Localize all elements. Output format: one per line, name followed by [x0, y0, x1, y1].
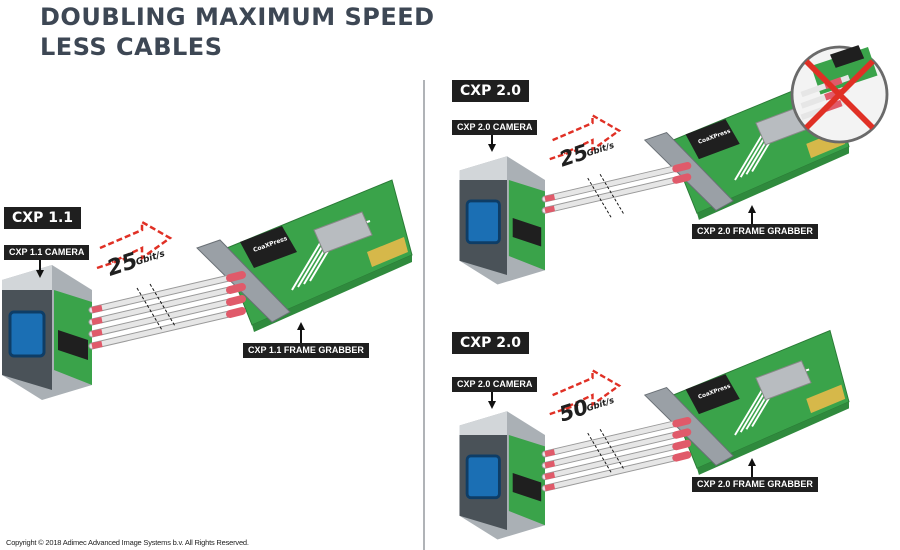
cxp11-grabber-label: CXP 1.1 FRAME GRABBER	[243, 343, 369, 358]
cable-connector	[544, 460, 556, 469]
cable	[542, 174, 690, 213]
speed-arrow	[549, 113, 622, 161]
board-edge	[697, 401, 849, 475]
board-component	[313, 211, 373, 254]
speed-arrow-line	[96, 256, 128, 270]
speed-arrow	[96, 219, 173, 270]
camera-lens	[465, 199, 501, 245]
speed-arrow	[549, 368, 622, 416]
page-title: DOUBLING MAXIMUM SPEED LESS CABLES	[40, 2, 435, 62]
speed-value: 25	[104, 248, 141, 281]
cable	[89, 296, 245, 337]
cxp11-camera-label: CXP 1.1 CAMERA	[4, 245, 90, 260]
title-line-2: LESS CABLES	[40, 33, 223, 61]
gold-fingers	[806, 384, 846, 414]
cable	[89, 308, 245, 349]
cable-connector	[544, 449, 556, 457]
camera-chip	[58, 330, 88, 360]
cxp20-bottom-grabber-label: CXP 2.0 FRAME GRABBER	[692, 477, 818, 492]
cable-connector	[672, 161, 692, 173]
cable-connector	[91, 341, 103, 349]
cable-connector	[91, 305, 103, 313]
break-mark	[599, 429, 625, 470]
copyright-notice: Copyright © 2018 Adimec Advanced Image S…	[6, 538, 249, 547]
camera-chip	[512, 473, 542, 502]
cxp20-bottom-badge: CXP 2.0	[452, 332, 530, 354]
pci-bracket	[196, 239, 291, 323]
board-component	[755, 360, 812, 401]
speed-arrow-outline	[99, 219, 173, 264]
speed-arrow-outline	[552, 113, 622, 155]
cable-connector	[672, 428, 692, 439]
cxp11-grabber-arrow	[297, 322, 305, 330]
cxp11-camera-arrow	[36, 270, 44, 278]
cable-connector	[544, 483, 556, 491]
camera-lens	[8, 310, 46, 358]
board-edge	[697, 146, 849, 220]
cxp20-top-badge: CXP 2.0	[452, 80, 530, 102]
cxp20-bottom-camera-arrow	[488, 401, 496, 409]
crossed-zoom	[790, 45, 889, 144]
break-mark	[599, 174, 625, 215]
speed-arrow-line	[549, 148, 579, 161]
speed-arrow-outline	[552, 368, 622, 410]
panel-divider	[423, 80, 425, 550]
cable-connector	[91, 317, 103, 325]
cable-connector	[544, 194, 556, 202]
cxp20-bottom-grabber-arrow	[748, 458, 756, 466]
cable-connector	[226, 283, 246, 294]
cable	[542, 429, 690, 468]
cable	[542, 441, 690, 480]
pci-bracket	[643, 131, 734, 211]
cxp20-top-camera-arrow	[488, 144, 496, 152]
gold-fingers	[367, 237, 408, 267]
cable-connector	[226, 295, 246, 306]
break-mark	[149, 283, 176, 327]
cable-connector	[226, 307, 246, 318]
cable-connector	[226, 271, 246, 282]
pci-bracket	[643, 386, 734, 466]
cable-connector	[544, 205, 556, 214]
cxp11-badge: CXP 1.1	[4, 207, 82, 229]
transceiver-chip	[685, 374, 740, 415]
cxp20-top-grabber-label: CXP 2.0 FRAME GRABBER	[692, 224, 818, 239]
break-mark	[136, 287, 163, 331]
cable-connector	[672, 451, 692, 462]
cable-connector	[91, 329, 103, 337]
title-line-1: DOUBLING MAXIMUM SPEED	[40, 3, 435, 31]
transceiver-chip	[685, 119, 740, 160]
camera-lens	[465, 454, 501, 500]
cable	[542, 418, 690, 457]
cable-connector	[672, 416, 692, 428]
cxp20-top-grabber-arrow	[748, 205, 756, 213]
cable-connector	[544, 472, 556, 480]
break-mark	[587, 432, 612, 474]
zoom-chip	[830, 45, 865, 68]
camera-chip	[512, 218, 542, 247]
cable	[542, 163, 690, 202]
cxp20-top-camera-label: CXP 2.0 CAMERA	[452, 120, 538, 135]
cable	[89, 284, 245, 325]
cable	[542, 452, 690, 491]
board-edge	[252, 255, 412, 332]
speed-arrow-line	[549, 403, 579, 416]
cross-line	[804, 59, 875, 130]
cxp20-bottom-camera-label: CXP 2.0 CAMERA	[452, 377, 538, 392]
cable-connector	[672, 439, 692, 451]
transceiver-chip	[240, 226, 297, 268]
cable	[89, 272, 245, 313]
break-mark	[587, 177, 612, 219]
cable-connector	[672, 173, 692, 184]
